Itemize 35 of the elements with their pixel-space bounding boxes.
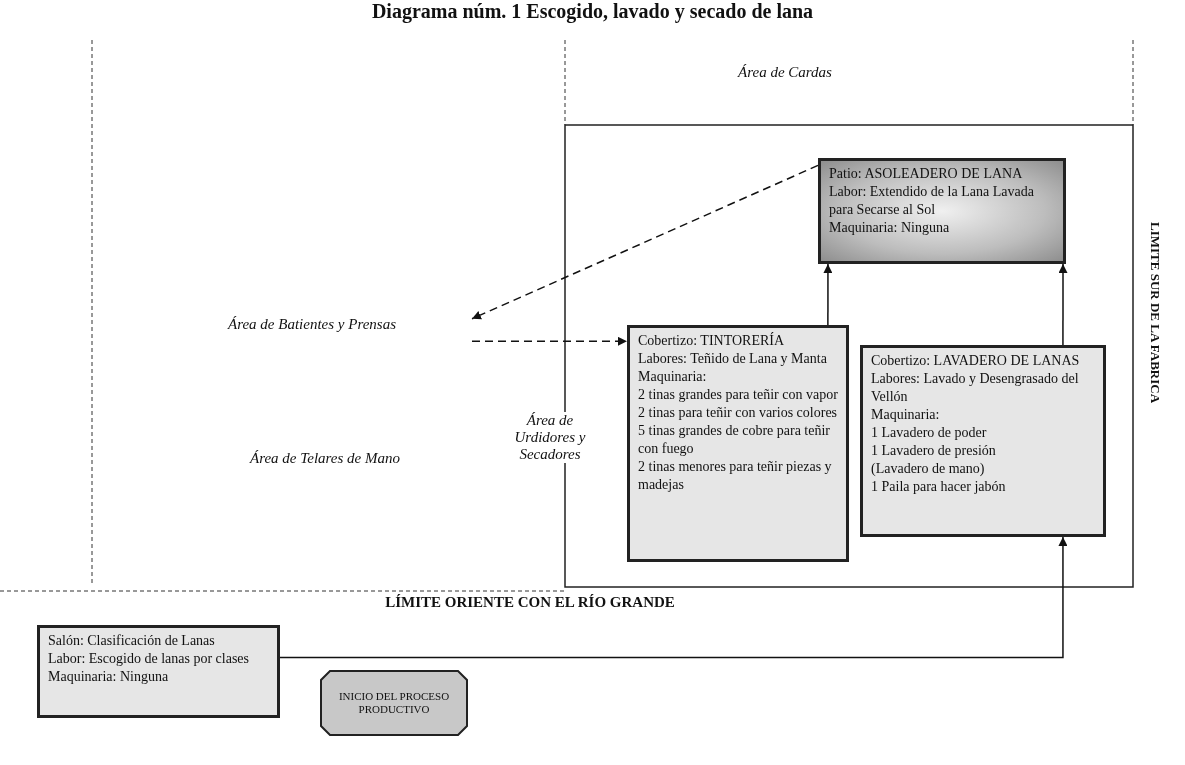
node-text: 1 Paila para hacer jabón — [871, 478, 1007, 496]
arrow — [1058, 263, 1068, 346]
node-text: 2 tinas grandes para teñir con vapor — [638, 386, 838, 404]
node-text: Labores: Lavado y Desengrasado del Vellón — [871, 370, 1080, 406]
node-text: Maquinaria: Ninguna — [48, 668, 170, 686]
node-text: INICIO DEL PROCESO PRODUCTIVO — [337, 690, 451, 716]
boundary-label: LÍMITE ORIENTE CON EL RÍO GRANDE — [384, 594, 676, 611]
area-label: Área de Batientes y Prensas — [228, 316, 472, 344]
node-text: 1 Lavadero de presión — [871, 442, 997, 460]
process-box — [818, 158, 1066, 264]
node-text: Cobertizo: LAVADERO DE LANAS — [871, 352, 1081, 370]
node-text: Patio: ASOLEADERO DE LANA — [829, 165, 1024, 183]
node-text: Labor: Escogido de lanas por clases — [48, 650, 250, 668]
process-box — [627, 325, 849, 562]
process-box — [37, 625, 280, 718]
node-text: Maquinaria: Ninguna — [829, 219, 951, 237]
arrow — [823, 263, 833, 326]
diagram-title: Diagrama núm. 1 Escogido, lavado y secado de lana — [370, 0, 815, 23]
start-terminal — [320, 670, 468, 736]
arrow — [471, 164, 819, 320]
node-text: 2 tinas menores para teñir piezas y madejas — [638, 458, 833, 494]
node-text: 5 tinas grandes de cobre para teñir con fuego — [638, 422, 832, 458]
arrow — [471, 336, 628, 346]
node-text: Labores: Teñido de Lana y Manta — [638, 350, 828, 368]
node-text: (Lavadero de mano) — [871, 460, 986, 478]
node-text: Salón: Clasificación de Lanas — [48, 632, 216, 650]
node-text: Labor: Extendido de la Lana Lavada para Secarse al Sol — [829, 183, 1035, 219]
node-text: Maquinaria: — [638, 368, 708, 386]
process-box — [860, 345, 1106, 537]
node-text: Cobertizo: TINTORERÍA — [638, 332, 786, 350]
node-text: Maquinaria: — [871, 406, 941, 424]
boundary-label: LIMITE SUR DE LA FABRICA — [1147, 222, 1163, 404]
node-text: 1 Lavadero de poder — [871, 424, 988, 442]
node-text: 2 tinas para teñir con varios colores — [638, 404, 838, 422]
arrow — [279, 536, 1068, 659]
